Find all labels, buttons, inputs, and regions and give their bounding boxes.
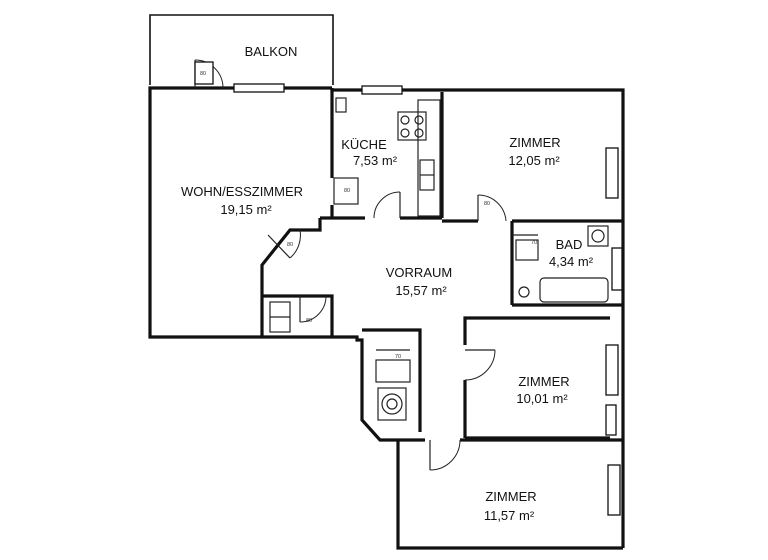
vorraum-label: VORRAUM xyxy=(386,265,452,280)
washbasin xyxy=(587,225,609,247)
zimmer-e-label: ZIMMER xyxy=(518,374,569,389)
vorraum-area: 15,57 m² xyxy=(395,283,447,298)
svg-text:80: 80 xyxy=(287,242,293,248)
kueche-area: 7,53 m² xyxy=(353,153,398,168)
washing-machine xyxy=(377,387,407,421)
svg-text:80: 80 xyxy=(344,188,350,194)
bath-fixtures xyxy=(515,225,609,303)
stove xyxy=(397,111,427,141)
window-living xyxy=(233,83,285,93)
bad-label: BAD xyxy=(556,237,583,252)
window-zimmer-s xyxy=(607,464,621,516)
balkon-label: BALKON xyxy=(245,44,298,59)
counter xyxy=(417,99,441,217)
svg-text:80: 80 xyxy=(484,201,490,207)
zimmer-ne-area: 12,05 m² xyxy=(508,153,560,168)
zimmer-e-area: 10,01 m² xyxy=(516,391,568,406)
closet-fixtures xyxy=(269,301,411,421)
svg-text:70: 70 xyxy=(395,354,401,360)
kitchen-fixtures xyxy=(333,97,441,217)
window-zimmer-e xyxy=(605,344,619,396)
window-bad xyxy=(611,247,623,291)
svg-text:80: 80 xyxy=(200,71,206,77)
doors: 80 80 80 80 70 70 80 xyxy=(194,59,538,471)
svg-text:80: 80 xyxy=(306,318,312,324)
zimmer-s-area: 11,57 m² xyxy=(484,508,535,523)
kueche-label: KÜCHE xyxy=(341,137,387,152)
window-kitchen xyxy=(361,85,403,95)
wohn-area: 19,15 m² xyxy=(220,202,272,217)
balkon-outline xyxy=(149,14,334,85)
wohn-label: WOHN/ESSZIMMER xyxy=(181,184,303,199)
zimmer-s-label: ZIMMER xyxy=(485,489,536,504)
bathtub xyxy=(539,277,609,303)
svg-text:70: 70 xyxy=(531,240,537,246)
room-labels: BALKON WOHN/ESSZIMMER 19,15 m² KÜCHE 7,5… xyxy=(181,44,594,523)
windows xyxy=(233,83,623,516)
bad-area: 4,34 m² xyxy=(549,254,594,269)
zimmer-ne-label: ZIMMER xyxy=(509,135,560,150)
window-zimmer-e-2 xyxy=(605,404,617,436)
window-zimmer-ne xyxy=(605,147,619,199)
